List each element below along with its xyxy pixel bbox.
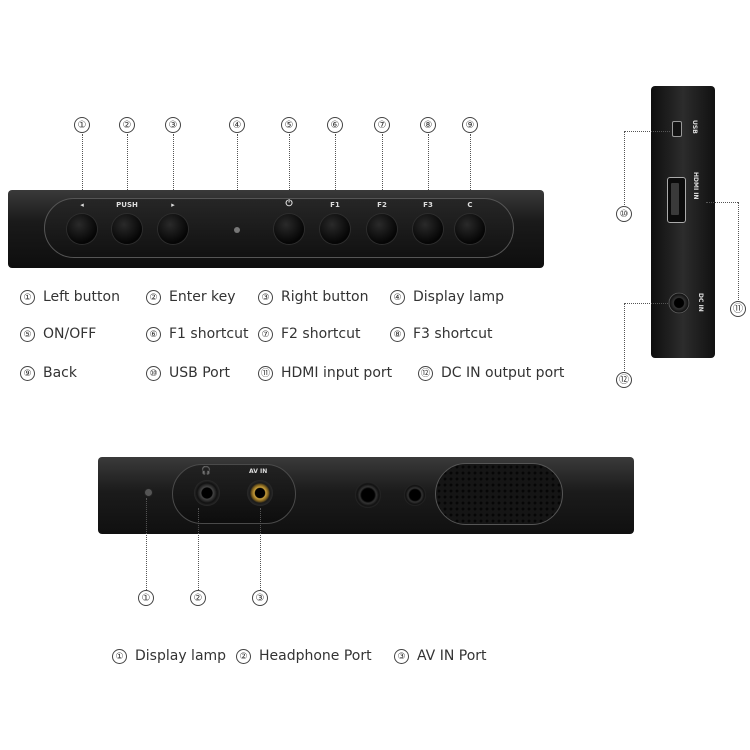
leader-line <box>624 131 670 132</box>
av-in-label: AV IN <box>249 468 268 475</box>
speaker-grille <box>435 463 563 525</box>
callout-1: ① <box>74 117 90 133</box>
display-lamp <box>234 227 240 233</box>
f1-label: F1 <box>330 201 340 209</box>
callout-6: ⑥ <box>327 117 343 133</box>
right-arrow-icon: ▸ <box>171 201 175 209</box>
leader-line <box>335 134 336 202</box>
usb-label: USB <box>691 120 698 134</box>
f2-label: F2 <box>377 201 387 209</box>
leader-line <box>624 131 625 205</box>
f2-button <box>367 214 397 244</box>
callout-12: ⑫ <box>616 372 632 388</box>
callout-9: ⑨ <box>462 117 478 133</box>
leader-line <box>706 202 738 203</box>
mount-hole <box>404 484 426 506</box>
leader-line <box>470 134 471 202</box>
back-label: C <box>467 201 473 209</box>
callout-2: ② <box>190 590 206 606</box>
callout-3: ③ <box>165 117 181 133</box>
left-button <box>67 214 97 244</box>
headphone-port <box>194 480 220 506</box>
dc-port <box>668 292 690 314</box>
callout-1: ① <box>138 590 154 606</box>
left-arrow-icon: ◂ <box>80 201 84 209</box>
right-button <box>158 214 188 244</box>
leader-line <box>289 134 290 202</box>
callout-11: ⑪ <box>730 301 746 317</box>
callout-7: ⑦ <box>374 117 390 133</box>
hdmi-port <box>667 177 686 223</box>
callout-10: ⑩ <box>616 206 632 222</box>
leader-line <box>82 134 83 202</box>
f3-label: F3 <box>423 201 433 209</box>
leader-line <box>146 498 147 590</box>
push-label: PUSH <box>116 201 138 209</box>
dc-label: DC IN <box>697 293 704 312</box>
leader-line <box>127 134 128 202</box>
av-in-port <box>247 480 273 506</box>
leader-line <box>624 303 668 304</box>
hdmi-label: HDMI IN <box>692 172 699 200</box>
port-bezel <box>172 464 296 524</box>
callout-5: ⑤ <box>281 117 297 133</box>
mount-hole <box>355 482 381 508</box>
callout-4: ④ <box>229 117 245 133</box>
usb-port <box>672 121 682 137</box>
power-button <box>274 214 304 244</box>
display-lamp-bottom <box>145 489 152 496</box>
leader-line <box>198 508 199 590</box>
enter-button <box>112 214 142 244</box>
leader-line <box>237 134 238 226</box>
leader-line <box>738 202 739 300</box>
back-button <box>455 214 485 244</box>
leader-line <box>382 134 383 202</box>
callout-2: ② <box>119 117 135 133</box>
callout-8: ⑧ <box>420 117 436 133</box>
callout-3: ③ <box>252 590 268 606</box>
leader-line <box>173 134 174 202</box>
leader-line <box>624 303 625 371</box>
power-icon: ⏻ <box>285 199 293 209</box>
headphone-icon: 🎧 <box>201 466 211 475</box>
leader-line <box>428 134 429 202</box>
f3-button <box>413 214 443 244</box>
f1-button <box>320 214 350 244</box>
leader-line <box>260 508 261 590</box>
